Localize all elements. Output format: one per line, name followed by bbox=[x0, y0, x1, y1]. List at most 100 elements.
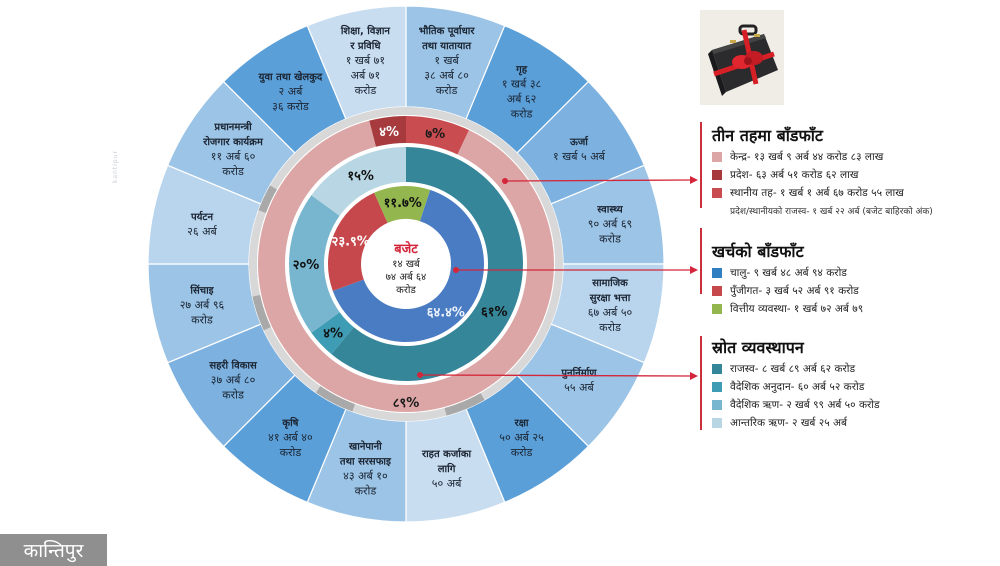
ring-slice bbox=[369, 116, 406, 147]
legend-border-spending bbox=[700, 228, 702, 294]
sector-amount: ६७ अर्ब ५० bbox=[588, 306, 633, 319]
sector-amount: करोड bbox=[355, 84, 377, 97]
arrow-head-icon bbox=[690, 266, 698, 274]
sector-amount: करोड bbox=[222, 389, 244, 402]
ring-slice bbox=[332, 189, 484, 343]
sector-name: ऊर्जा bbox=[569, 135, 589, 148]
legend-spending-title: खर्चको बाँडफाँट bbox=[712, 242, 804, 261]
sector-amount: ११ अर्ब ६० bbox=[211, 150, 256, 163]
sector-amount: करोड bbox=[280, 446, 302, 459]
swatch bbox=[712, 382, 722, 392]
sector-amount: १ खर्ब ३८ bbox=[502, 78, 542, 91]
swatch bbox=[712, 304, 722, 314]
percent-label: १५% bbox=[347, 169, 374, 184]
percent-label: ६४.४% bbox=[427, 305, 465, 320]
percent-label: ४% bbox=[379, 125, 399, 140]
sector-name: लागि bbox=[437, 462, 456, 475]
sector-name: सिंचाइ bbox=[189, 284, 214, 297]
sector-amount: अर्ब ६२ bbox=[507, 93, 537, 106]
swatch bbox=[712, 418, 722, 428]
legend-text: वैदेशिक ऋण- २ खर्ब ९९ अर्ब ५० करोड bbox=[730, 399, 880, 411]
sector-amount: ५५ अर्ब bbox=[564, 381, 595, 394]
sector-amount: करोड bbox=[355, 485, 377, 498]
sector-labels: भौतिक पूर्वाधारतथा यातायात१ खर्ब३८ अर्ब … bbox=[180, 24, 633, 498]
separator-shade bbox=[252, 294, 271, 331]
ring-slice bbox=[311, 312, 354, 355]
sector-ring bbox=[147, 5, 665, 523]
legend-tiers: तीन तहमा बाँडफाँट केन्द्र- १३ खर्ब ९ अर्… bbox=[700, 124, 1000, 217]
ring-slice bbox=[328, 192, 388, 291]
sector-name: भौतिक पूर्वाधार bbox=[419, 24, 476, 38]
legend-border-sources bbox=[700, 336, 702, 430]
sector-amount: १ खर्ब bbox=[434, 54, 459, 67]
separator-band bbox=[249, 107, 563, 421]
legend-item: वित्तीय व्यवस्था- १ खर्ब ७२ अर्ब ७९ bbox=[712, 302, 1000, 316]
legend-text: प्रदेश- ६३ अर्ब ५१ करोड ६२ लाख bbox=[730, 169, 859, 181]
swatch bbox=[712, 188, 722, 198]
legend-item: राजस्व- ८ खर्ब ८९ अर्ब ६२ करोड bbox=[712, 362, 1000, 376]
sector-name: रोजगार कार्यक्रम bbox=[202, 135, 264, 148]
legend-item: प्रदेश- ६३ अर्ब ५१ करोड ६२ लाख bbox=[712, 168, 1000, 182]
separator-shade bbox=[258, 185, 277, 214]
swatch bbox=[712, 400, 722, 410]
connector-line bbox=[504, 179, 691, 182]
sector-amount: २६ अर्ब bbox=[187, 225, 218, 238]
swatch bbox=[712, 286, 722, 296]
sector-amount: करोड bbox=[511, 108, 533, 121]
sector-name: पुनर्निर्माण bbox=[560, 366, 597, 379]
percent-label: २०% bbox=[293, 258, 320, 273]
sector-name: तथा सरसफाइ bbox=[339, 457, 392, 468]
legend-border-tiers bbox=[700, 122, 702, 208]
sector-amount: करोड bbox=[191, 314, 213, 327]
center-amount-line2: ७४ अर्ब ६४ bbox=[386, 271, 427, 283]
sector-name: सुरक्षा भत्ता bbox=[589, 293, 631, 304]
sector-name: कृषि bbox=[281, 416, 299, 429]
percent-label: ६१% bbox=[481, 305, 508, 320]
sector-amount: करोड bbox=[599, 321, 621, 334]
sector-amount: १ खर्ब ५ अर्ब bbox=[553, 150, 606, 163]
legend-item: वैदेशिक अनुदान- ६० अर्ब ५२ करोड bbox=[712, 380, 1000, 394]
legend-text: राजस्व- ८ खर्ब ८९ अर्ब ६२ करोड bbox=[730, 363, 856, 375]
sector-name: प्रधानमन्त्री bbox=[213, 120, 252, 133]
percent-label: ४% bbox=[323, 326, 343, 341]
ring-slice bbox=[374, 186, 431, 223]
percent-labels: ४%७%८९%६१%४%२०%१५%६४.४%२३.९%११.७% bbox=[293, 125, 508, 411]
sector-name: सहरी विकास bbox=[208, 359, 258, 372]
sector-amount: करोड bbox=[599, 232, 621, 245]
sector-amount: १ खर्ब ७१ bbox=[346, 54, 385, 67]
sector-amount: करोड bbox=[511, 446, 533, 459]
separator-ring bbox=[249, 107, 563, 421]
sector-amount: ३७ अर्ब ८० bbox=[211, 374, 256, 387]
sector-name: गृह bbox=[515, 65, 528, 76]
percent-label: ७% bbox=[425, 127, 445, 142]
sector-name: खानेपानी bbox=[348, 440, 382, 453]
legend-text: वैदेशिक अनुदान- ६० अर्ब ५२ करोड bbox=[730, 381, 865, 393]
legend-item: स्थानीय तह- १ खर्ब १ अर्ब ६७ करोड ५५ लाख bbox=[712, 186, 1000, 200]
legend-text: स्थानीय तह- १ खर्ब १ अर्ब ६७ करोड ५५ लाख bbox=[730, 187, 904, 199]
legend-text: पुँजीगत- ३ खर्ब ५२ अर्ब ९१ करोड bbox=[730, 285, 859, 297]
sector-amount: ४१ अर्ब ४० bbox=[268, 431, 313, 444]
kantipur-logo: कान्तिपुर bbox=[0, 534, 107, 566]
watermark: kantipur bbox=[112, 150, 119, 183]
swatch bbox=[712, 152, 722, 162]
legend-item: पुँजीगत- ३ खर्ब ५२ अर्ब ९१ करोड bbox=[712, 284, 1000, 298]
sector-name: रक्षा bbox=[514, 418, 529, 429]
sector-amount: २७ अर्ब ९६ bbox=[180, 299, 225, 312]
sector-amount: करोड bbox=[436, 84, 458, 97]
sector-amount: ३६ करोड bbox=[272, 100, 309, 113]
sector-name: र प्रविधि bbox=[349, 39, 381, 52]
legend-text: चालु- ९ खर्ब ४८ अर्ब ९४ करोड bbox=[730, 267, 847, 279]
legend-text: वित्तीय व्यवस्था- १ खर्ब ७२ अर्ब ७९ bbox=[730, 303, 864, 315]
swatch bbox=[712, 364, 722, 374]
arrow-head-icon bbox=[690, 176, 698, 184]
sector-name: पर्यटन bbox=[190, 210, 214, 223]
legend-text: आन्तरिक ऋण- २ खर्ब २५ अर्ब bbox=[730, 417, 848, 429]
percent-label: ८९% bbox=[393, 396, 420, 411]
connector-line bbox=[419, 374, 691, 377]
legend-sources: स्रोत व्यवस्थापन राजस्व- ८ खर्ब ८९ अर्ब … bbox=[700, 336, 1000, 434]
sector-amount: ५० अर्ब २५ bbox=[499, 431, 544, 444]
ring-slice bbox=[331, 147, 524, 382]
sector-amount: ४३ अर्ब १० bbox=[343, 470, 388, 483]
sector-amount: ९० अर्ब ६९ bbox=[588, 217, 633, 230]
